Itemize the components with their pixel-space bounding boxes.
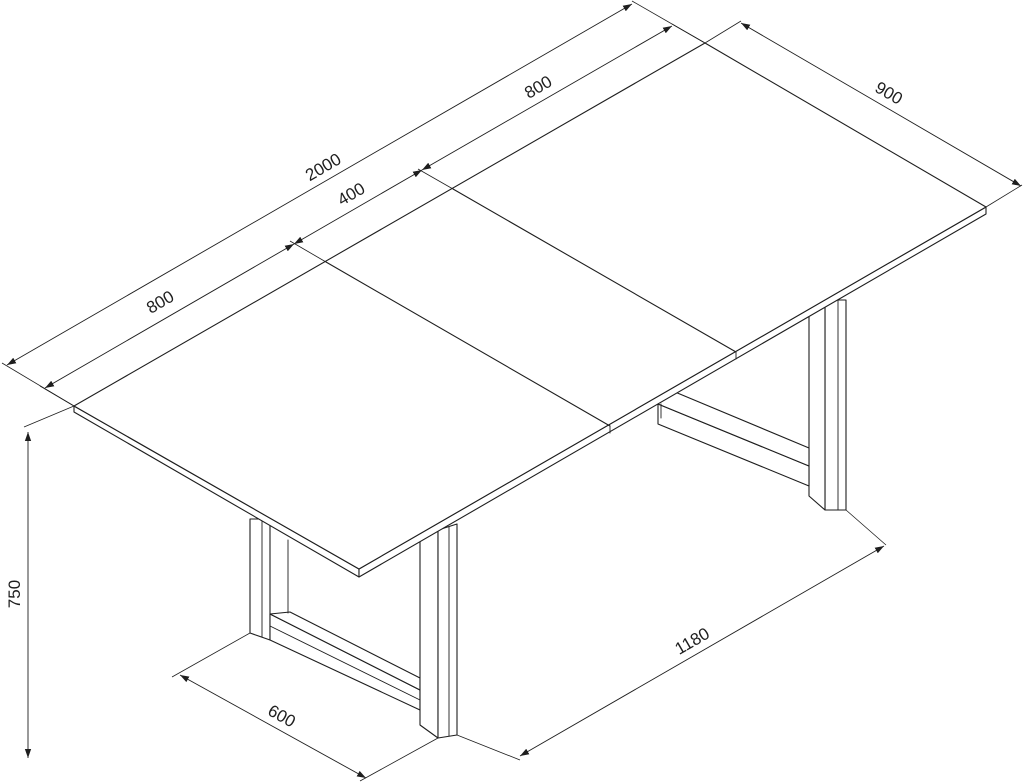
dim-label-total-length: 2000 [302, 150, 344, 185]
dim-label-leg-frame-depth: 600 [265, 701, 299, 731]
dim-line-1180 [519, 545, 885, 757]
dim-label-height: 750 [5, 580, 24, 608]
dim-label-width: 900 [872, 78, 906, 109]
dim-line-900 [740, 22, 1022, 187]
dim-line-800-right [421, 25, 673, 171]
dim-line-600 [179, 674, 367, 779]
dimension-lines [6, 3, 1022, 779]
dim-label-leg-span: 1180 [672, 624, 713, 659]
table-top [73, 42, 987, 578]
dim-label-right-leaf: 800 [521, 72, 555, 103]
back-leg-frame [657, 299, 847, 511]
dim-line-800-left [44, 243, 295, 389]
dim-label-extension-leaf: 400 [334, 179, 368, 210]
dim-line-400 [293, 169, 423, 245]
dim-label-left-leaf: 800 [143, 287, 177, 318]
